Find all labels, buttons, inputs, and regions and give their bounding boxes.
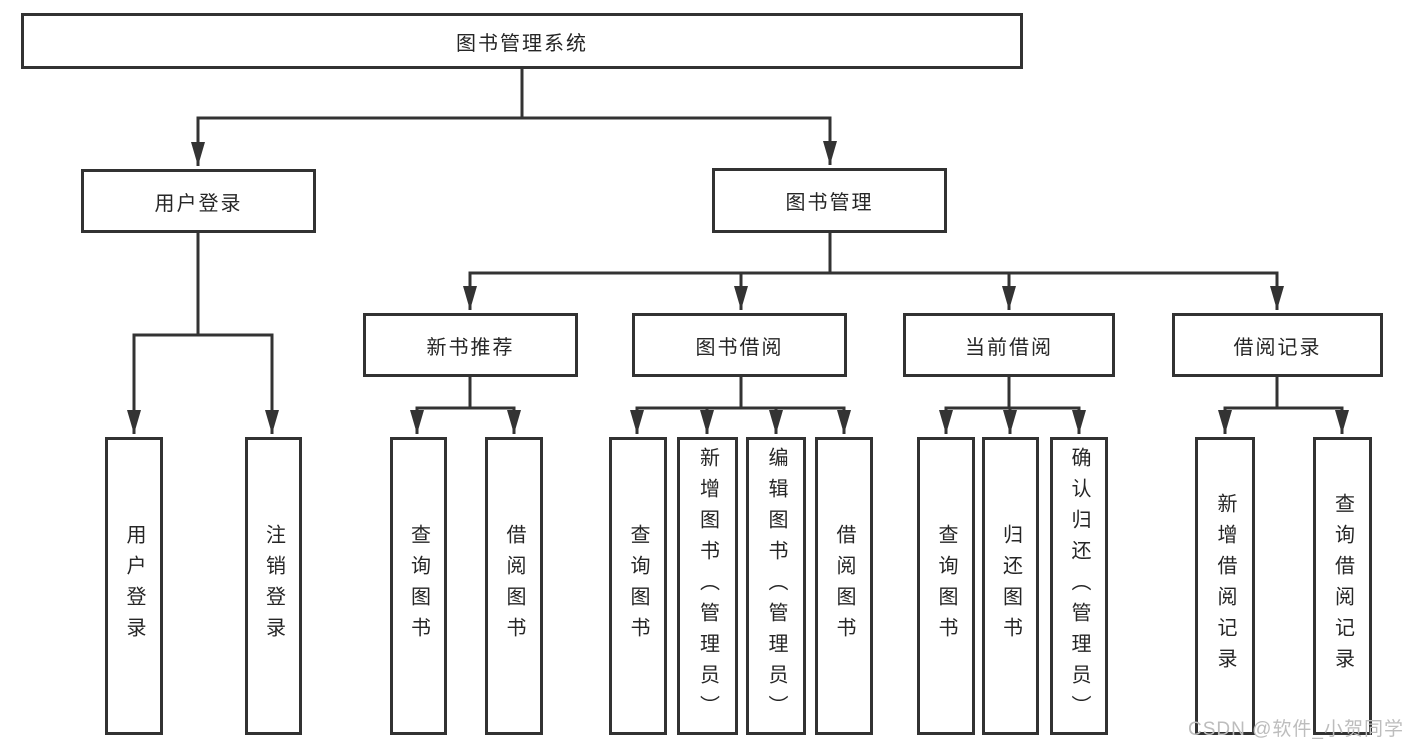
leaf-query-books-rec: 查询图书 [390,437,447,735]
node-label: 查询图书 [407,524,430,648]
node-label: 归还图书 [999,524,1022,648]
node-label: 图书管理系统 [456,32,588,55]
node-label: 图书借阅 [695,336,784,359]
leaf-add-books-admin: 新增图书（管理员） [677,437,738,735]
current-borrow-connectors [939,377,1086,434]
node-current-borrow: 当前借阅 [903,313,1115,377]
node-label: 新增借阅记录 [1214,493,1236,679]
leaf-user-login: 用户登录 [105,437,163,735]
leaf-add-borrow-record: 新增借阅记录 [1195,437,1255,735]
book-borrow-connectors [630,377,851,434]
node-label: 用户登录 [154,192,243,215]
node-label: 借阅记录 [1233,336,1322,359]
leaf-confirm-return-admin: 确认归还（管理员） [1050,437,1108,735]
node-label: 借阅图书 [503,524,525,648]
node-label: 新书推荐 [426,336,515,359]
node-label: 编辑图书（管理员） [765,446,787,726]
leaf-borrow-books-rec: 借阅图书 [485,437,543,735]
leaf-query-books-current: 查询图书 [917,437,975,735]
node-label: 用户登录 [123,524,145,648]
node-label: 图书管理 [785,192,874,214]
node-book-mgmt: 图书管理 [712,168,947,233]
node-label: 注销登录 [262,524,285,648]
csdn-watermark: CSDN @软件_小贺同学 [1188,719,1404,740]
node-book-borrow: 图书借阅 [632,313,847,377]
node-new-book-rec: 新书推荐 [363,313,578,377]
leaf-query-borrow-record: 查询借阅记录 [1313,437,1372,735]
book-mgmt-to-sections-connectors [463,233,1284,310]
user-login-connectors [127,233,279,434]
node-root: 图书管理系统 [21,13,1023,69]
node-user-login: 用户登录 [81,169,316,233]
leaf-borrow-books: 借阅图书 [815,437,873,735]
node-label: 当前借阅 [965,336,1053,359]
node-borrow-records: 借阅记录 [1172,313,1383,377]
node-label: 新增图书（管理员） [696,446,719,726]
new-book-rec-connectors [410,377,521,434]
node-label: 确认归还（管理员） [1068,446,1090,726]
leaf-return-books: 归还图书 [982,437,1039,735]
node-label: 查询图书 [627,524,649,648]
node-label: 借阅图书 [833,524,855,648]
node-label: 查询借阅记录 [1331,493,1354,679]
leaf-query-books-borrow: 查询图书 [609,437,667,735]
root-to-level2-connectors [191,69,837,166]
node-label: 查询图书 [935,524,957,648]
leaf-edit-books-admin: 编辑图书（管理员） [746,437,806,735]
borrow-records-connectors [1218,377,1349,434]
leaf-logout: 注销登录 [245,437,302,735]
